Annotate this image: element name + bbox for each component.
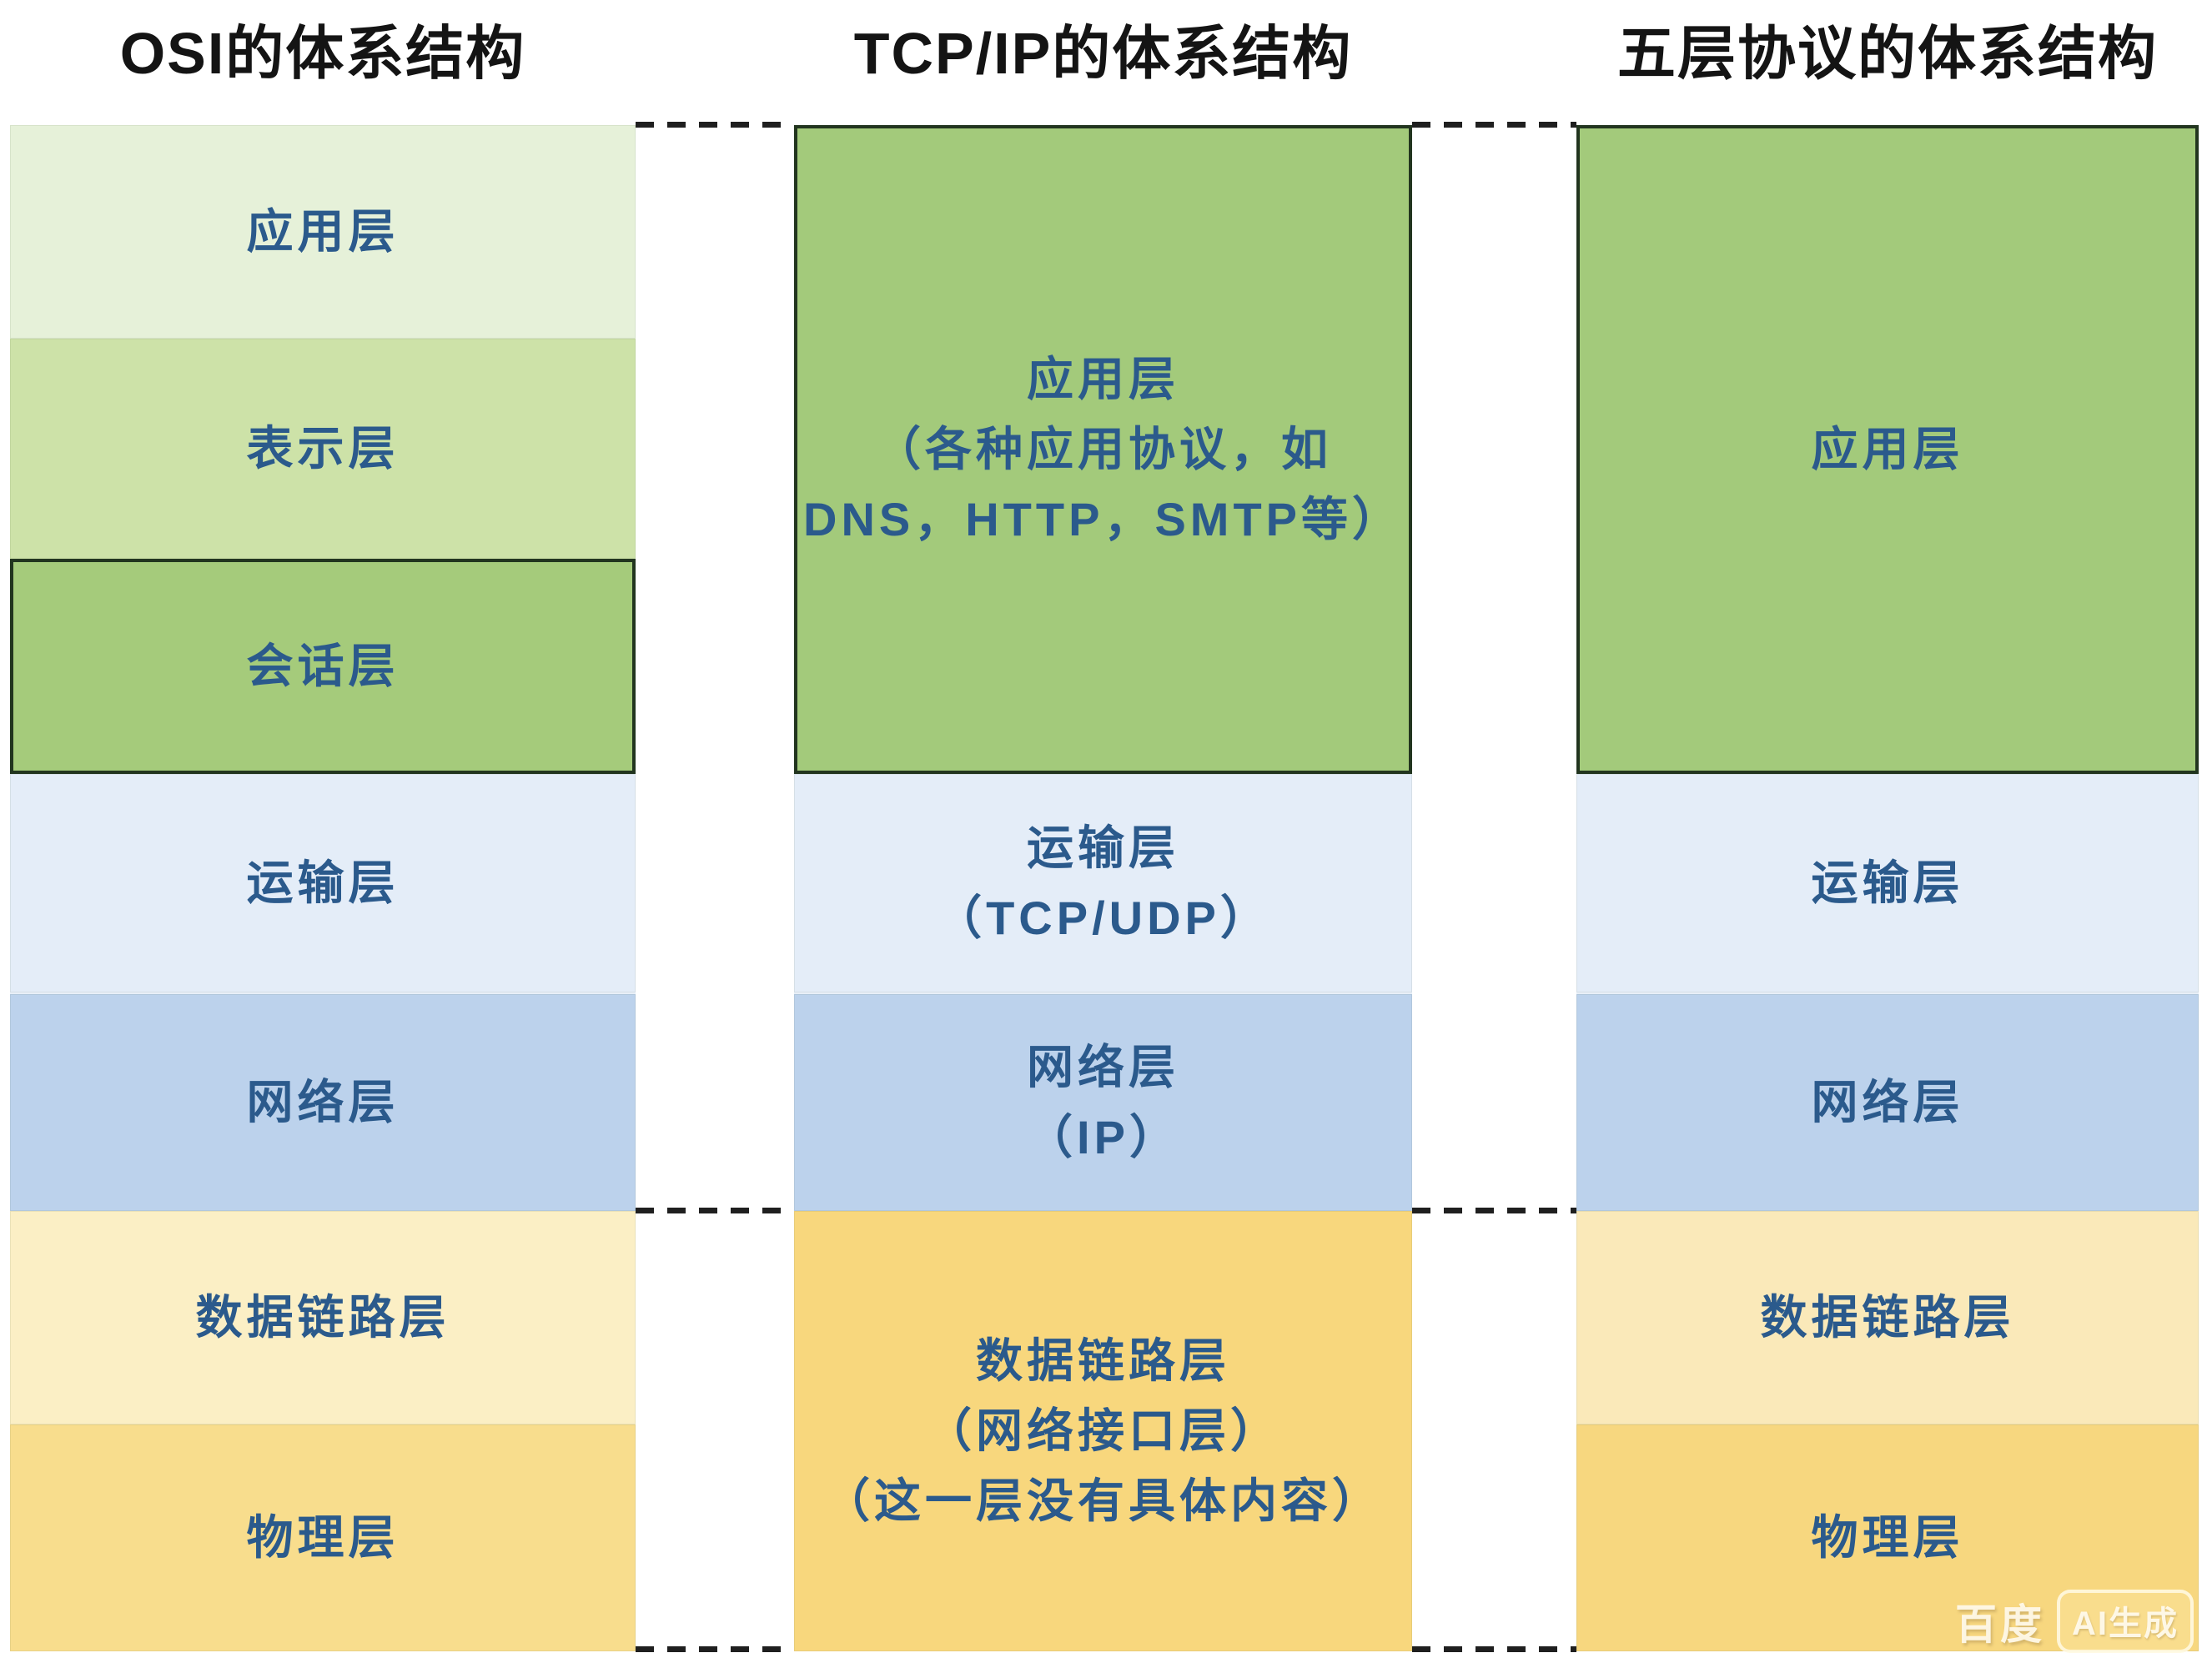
osi-layer-network: 网络层: [10, 992, 636, 1211]
osi-layer-application: 应用层: [10, 125, 636, 339]
five-layer-transport: 运输层: [1576, 774, 2199, 992]
tcpip-datalink-line3: （这一层没有具体内容）: [823, 1475, 1383, 1527]
osi-layer-physical: 物理层: [10, 1424, 636, 1651]
dashed-line-bottom-right-gap: [1412, 1646, 1576, 1652]
tcpip-network-line2: （IP）: [1026, 1111, 1180, 1163]
osi-layer-datalink: 数据链路层: [10, 1211, 636, 1424]
tcpip-layer-transport: 运输层 （TCP/UDP）: [794, 774, 1412, 992]
osi-layer-application-label: 应用层: [246, 205, 400, 258]
five-transport-label: 运输层: [1811, 857, 1964, 909]
osi-column-title: OSI的体系结构: [119, 20, 526, 86]
tcpip-column-title: TCP/IP的体系结构: [853, 20, 1353, 86]
five-datalink-label: 数据链路层: [1760, 1291, 2015, 1344]
osi-layer-presentation-label: 表示层: [246, 422, 400, 475]
tcpip-transport-line1: 运输层: [1027, 821, 1179, 874]
five-layer-column-title: 五层协议的体系结构: [1617, 20, 2158, 86]
dashed-line-bottom-left-gap: [636, 1646, 794, 1652]
dashed-line-top-right-gap: [1412, 122, 1576, 128]
tcpip-network-line1: 网络层: [1027, 1041, 1179, 1093]
tcpip-layer-application: 应用层 （各种应用协议，如 DNS，HTTP，SMTP等）: [794, 125, 1412, 774]
osi-layer-presentation: 表示层: [10, 339, 636, 559]
tcpip-column: 应用层 （各种应用协议，如 DNS，HTTP，SMTP等） 运输层 （TCP/U…: [794, 125, 1412, 1651]
osi-layer-transport: 运输层: [10, 774, 636, 992]
watermark: 百度 AI生成: [1955, 1590, 2194, 1653]
five-layer-physical: 物理层: [1576, 1424, 2199, 1651]
five-physical-label: 物理层: [1811, 1511, 1964, 1564]
five-layer-datalink: 数据链路层: [1576, 1211, 2199, 1424]
tcpip-layer-datalink: 数据链路层 （网络接口层） （这一层没有具体内容）: [794, 1211, 1412, 1651]
tcpip-application-line1: 应用层: [1027, 353, 1179, 405]
watermark-brand-text: 百度: [1955, 1601, 2045, 1648]
osi-layer-session-label: 会话层: [246, 640, 400, 692]
tcpip-datalink-line2: （网络接口层）: [925, 1404, 1281, 1457]
osi-column: 应用层 表示层 会话层 运输层 网络层 数据链路层 物理层: [10, 125, 636, 1651]
five-layer-application: 应用层: [1576, 125, 2199, 774]
five-layer-network: 网络层: [1576, 992, 2199, 1211]
osi-layer-datalink-label: 数据链路层: [195, 1291, 450, 1344]
osi-layer-physical-label: 物理层: [246, 1511, 400, 1564]
osi-layer-session: 会话层: [10, 559, 636, 774]
osi-layer-transport-label: 运输层: [246, 857, 400, 909]
dashed-line-top-left-gap: [636, 122, 794, 128]
tcpip-application-line2: （各种应用协议，如: [874, 423, 1332, 475]
five-application-label: 应用层: [1811, 423, 1964, 475]
dashed-line-middle-left-gap: [636, 1208, 794, 1213]
tcpip-datalink-line1: 数据链路层: [976, 1334, 1230, 1387]
five-layer-column: 应用层 运输层 网络层 数据链路层 物理层: [1576, 125, 2199, 1651]
tcpip-transport-line2: （TCP/UDP）: [935, 892, 1271, 944]
osi-layer-network-label: 网络层: [246, 1076, 400, 1128]
watermark-ai-badge: AI生成: [2057, 1590, 2194, 1653]
tcpip-layer-network: 网络层 （IP）: [794, 992, 1412, 1211]
tcpip-application-line3: DNS，HTTP，SMTP等）: [803, 493, 1403, 545]
dashed-line-middle-right-gap: [1412, 1208, 1576, 1213]
five-network-label: 网络层: [1811, 1076, 1964, 1128]
